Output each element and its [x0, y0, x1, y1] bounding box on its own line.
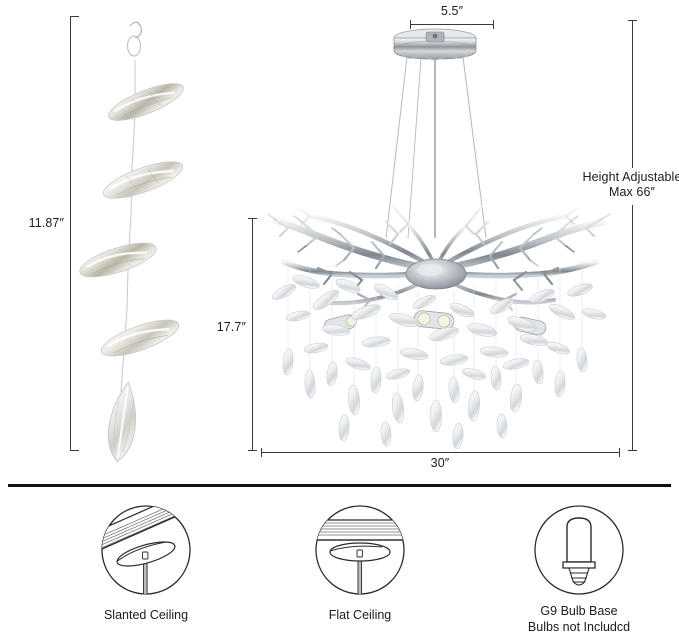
feature-bulb-base: G9 Bulb Base Bulbs not Includcd: [506, 500, 652, 635]
height-adjustable-line2: Max 66″: [572, 185, 679, 200]
feature-caption-slanted-ceiling: Slanted Ceiling: [78, 608, 214, 624]
slanted-ceiling-icon: [96, 500, 196, 600]
dimension-label-canopy-width: 5.5″: [412, 4, 492, 19]
feature-flat-ceiling: Flat Ceiling: [292, 500, 428, 624]
feature-caption-bulb-base-line2: Bulbs not Includcd: [506, 620, 652, 635]
height-adjustable-line1: Height Adjustable: [572, 170, 679, 185]
flat-ceiling-icon: [310, 500, 410, 600]
dimension-label-fixture-width: 30″: [380, 456, 500, 471]
section-divider: [8, 484, 671, 487]
chandelier-illustration: [258, 24, 630, 454]
feature-caption-flat-ceiling: Flat Ceiling: [292, 608, 428, 624]
bulb-icon: [529, 500, 629, 600]
dimension-label-fixture-height: 17.7″: [204, 320, 246, 335]
crystal-strand-illustration: [88, 8, 218, 458]
height-adjustable-note: Height Adjustable Max 66″: [572, 170, 679, 200]
ceiling-canopy: [394, 29, 476, 60]
feature-slanted-ceiling: Slanted Ceiling: [78, 500, 214, 624]
branch-frame: [268, 204, 610, 310]
center-hub: [406, 259, 466, 289]
suspension-cables: [386, 57, 486, 238]
dimension-label-strand-length: 11.87″: [18, 216, 64, 231]
feature-caption-bulb-base-line1: G9 Bulb Base: [506, 604, 652, 620]
